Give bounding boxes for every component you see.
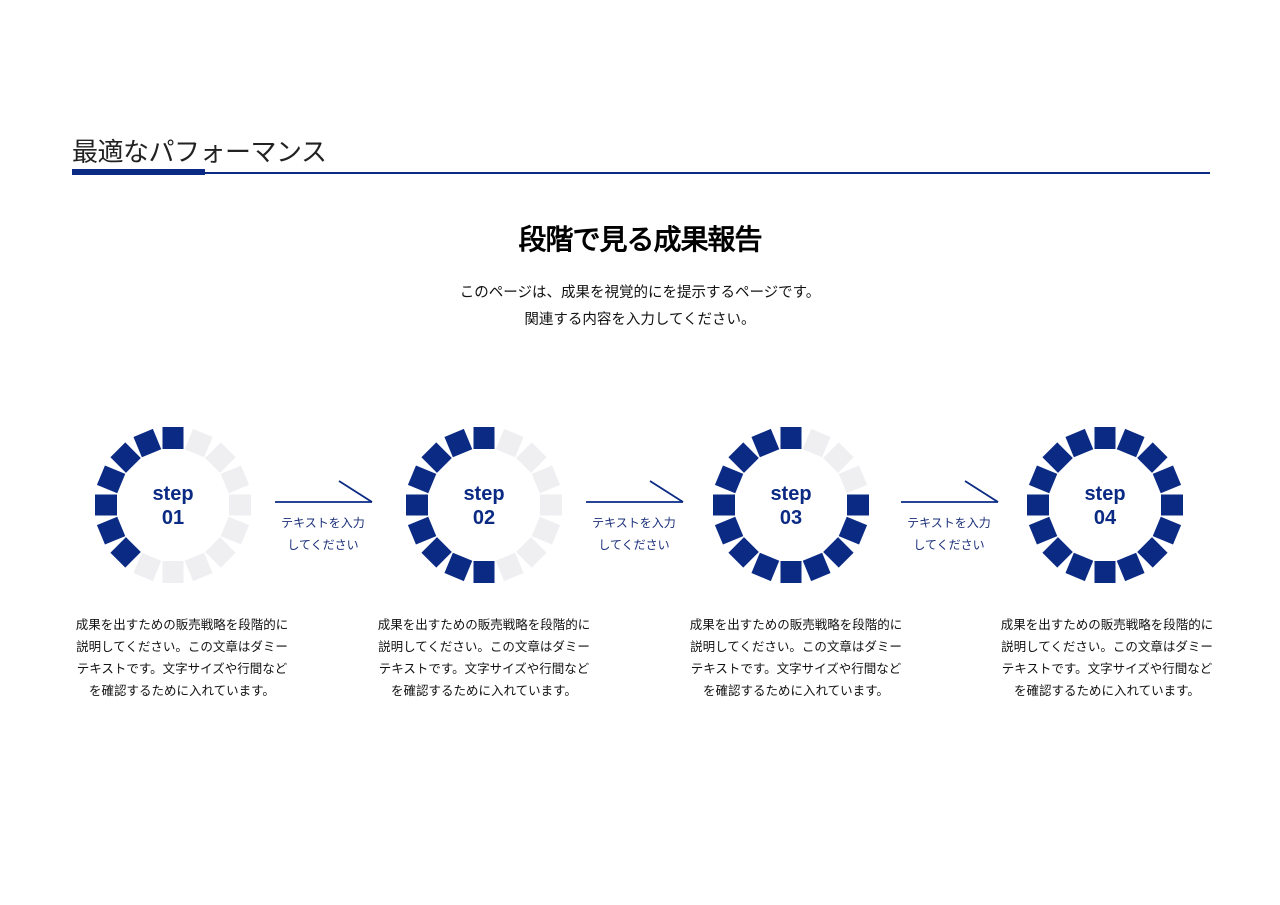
description-line: テキストです。文字サイズや行間など [690, 661, 902, 676]
step-number: 02 [472, 507, 496, 529]
arrow-right-icon [275, 480, 373, 503]
step-connector: テキストを入力 してください [900, 478, 1000, 558]
description-line: を確認するために入れています。 [703, 683, 889, 698]
description-line: テキストです。文字サイズや行間など [1001, 661, 1213, 676]
arrow-right-icon [901, 480, 999, 503]
connector-label-line: してください [598, 538, 670, 552]
description-line: テキストです。文字サイズや行間など [378, 661, 590, 676]
progress-ring-icon [406, 427, 562, 583]
connector-label-line: してください [287, 538, 359, 552]
step-connector: テキストを入力 してください [585, 478, 685, 558]
step-label: step 03 [711, 482, 871, 530]
step-label: step 01 [93, 482, 253, 530]
header-divider-accent [72, 169, 205, 175]
description-line: 成果を出すための販売戦略を段階的に [1000, 617, 1214, 632]
description-line: を確認するために入れています。 [1014, 683, 1200, 698]
page-title: 段階で見る成果報告 [518, 223, 762, 256]
step-number: 01 [161, 507, 185, 529]
description-line: 説明してください。この文章はダミー [76, 639, 288, 654]
description-line: を確認するために入れています。 [391, 683, 577, 698]
step-03-description: 成果を出すための販売戦略を段階的に 説明してください。この文章はダミー テキスト… [681, 614, 911, 702]
progress-ring-icon [713, 427, 869, 583]
step-label: step 02 [404, 482, 564, 530]
connector-label: テキストを入力 してください [579, 512, 689, 556]
step-04-description: 成果を出すための販売戦略を段階的に 説明してください。この文章はダミー テキスト… [992, 614, 1222, 702]
connector-label: テキストを入力 してください [894, 512, 1004, 556]
step-connector: テキストを入力 してください [274, 478, 374, 558]
step-number: 04 [1093, 507, 1117, 529]
step-word: step [463, 483, 505, 505]
step-03-progress-ring: step 03 [711, 425, 871, 585]
step-word: step [152, 483, 194, 505]
step-label: step 04 [1025, 482, 1185, 530]
arrow-right-icon [586, 480, 684, 503]
step-02-progress-ring: step 02 [404, 425, 564, 585]
step-02-description: 成果を出すための販売戦略を段階的に 説明してください。この文章はダミー テキスト… [369, 614, 599, 702]
connector-label-line: テキストを入力 [592, 516, 676, 530]
connector-label-line: してください [913, 538, 985, 552]
step-word: step [770, 483, 812, 505]
description-line: 説明してください。この文章はダミー [1001, 639, 1213, 654]
connector-label-line: テキストを入力 [907, 516, 991, 530]
description-line: 説明してください。この文章はダミー [378, 639, 590, 654]
connector-label: テキストを入力 してください [268, 512, 378, 556]
progress-ring-icon [95, 427, 251, 583]
description-line: 成果を出すための販売戦略を段階的に [75, 617, 289, 632]
connector-label-line: テキストを入力 [281, 516, 365, 530]
step-01-progress-ring: step 01 [93, 425, 253, 585]
step-04-progress-ring: step 04 [1025, 425, 1185, 585]
description-line: 説明してください。この文章はダミー [690, 639, 902, 654]
header-divider [72, 172, 1210, 174]
step-word: step [1084, 483, 1126, 505]
step-number: 03 [779, 507, 803, 529]
section-title: 最適なパフォーマンス [72, 138, 327, 168]
step-01-description: 成果を出すための販売戦略を段階的に 説明してください。この文章はダミー テキスト… [67, 614, 297, 702]
description-line: 成果を出すための販売戦略を段階的に [377, 617, 591, 632]
description-line: を確認するために入れています。 [89, 683, 275, 698]
description-line: 成果を出すための販売戦略を段階的に [689, 617, 903, 632]
page-subtitle: このページは、成果を視覚的にを提示するページです。 関連する内容を入力してくださ… [0, 280, 1280, 334]
description-line: テキストです。文字サイズや行間など [76, 661, 288, 676]
progress-ring-icon [1027, 427, 1183, 583]
subtitle-line: 関連する内容を入力してください。 [524, 312, 756, 328]
subtitle-line: このページは、成果を視覚的にを提示するページです。 [459, 285, 821, 301]
